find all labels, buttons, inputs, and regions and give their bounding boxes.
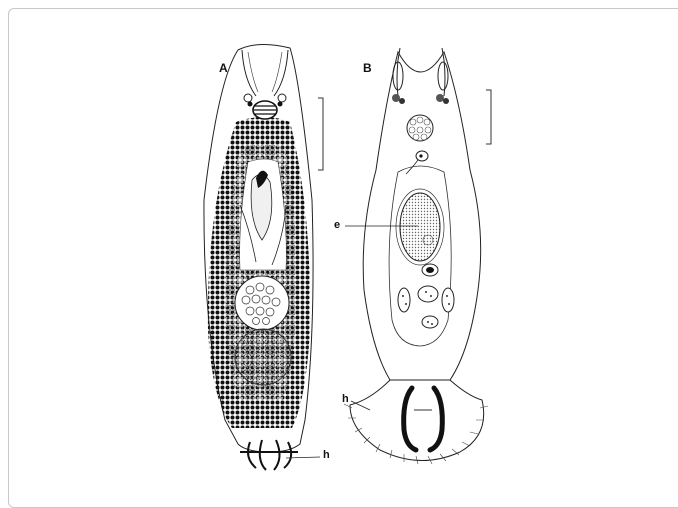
specimen-b-egg <box>400 193 440 261</box>
panel-a-label: A <box>219 61 228 75</box>
specimen-b-pharynx <box>407 115 433 141</box>
specimen-a-testis <box>235 329 291 385</box>
annotation-h-b: h <box>342 393 349 405</box>
annotation-e: e <box>334 219 340 231</box>
figure-drawing <box>0 0 678 476</box>
panel-b-label: B <box>363 61 372 75</box>
annotation-h-a: h <box>323 449 330 461</box>
scale-bar-b <box>486 90 491 144</box>
scale-bar-a <box>318 98 323 170</box>
specimen-b <box>344 48 488 464</box>
specimen-a <box>204 44 320 470</box>
